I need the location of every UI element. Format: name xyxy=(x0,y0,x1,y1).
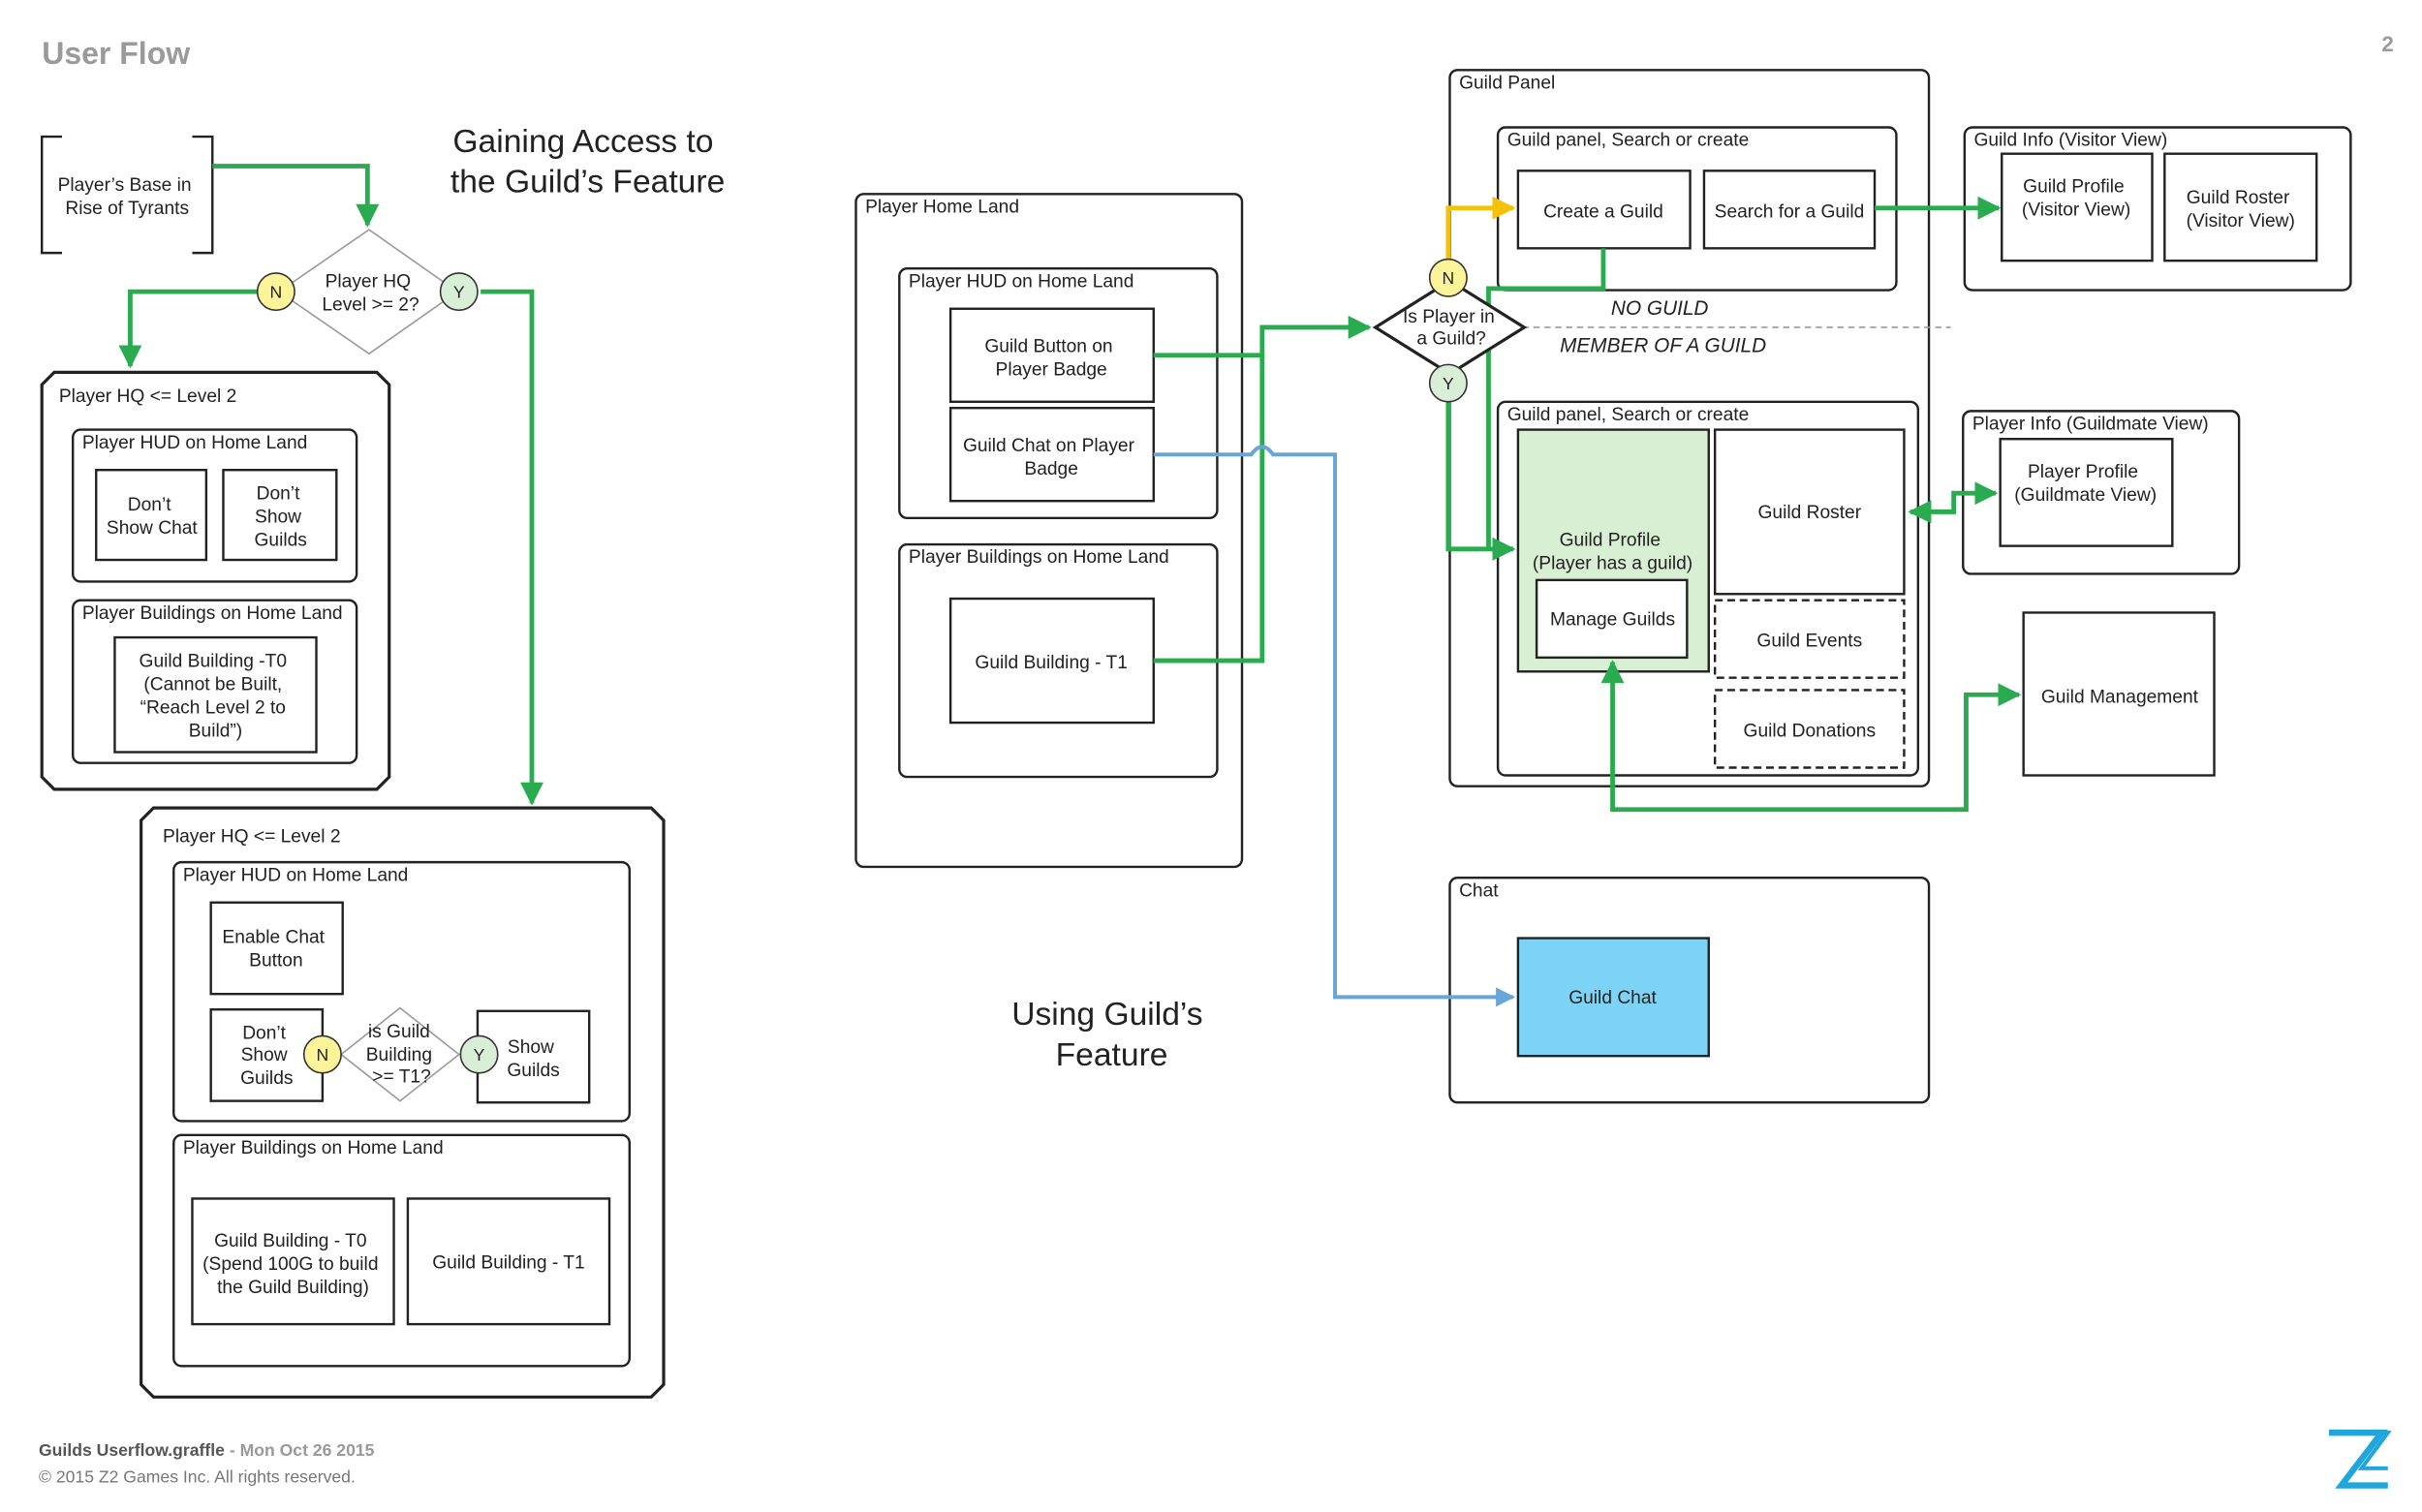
svg-text:Guild Chat: Guild Chat xyxy=(1568,988,1657,1008)
svg-text:Guild Panel: Guild Panel xyxy=(1459,73,1555,93)
footer-copyright: © 2015 Z2 Games Inc. All rights reserved… xyxy=(39,1466,356,1486)
no-badge-guild: N xyxy=(1428,258,1468,297)
svg-text:Guild Roster (Visitor Vi: Guild Roster (Visitor View) xyxy=(2187,188,2295,231)
svg-text:Guild Donations: Guild Donations xyxy=(1744,721,1877,741)
yes-badge: Y xyxy=(439,272,479,312)
svg-text:Don’t Show Chat: Don’t Show Chat xyxy=(107,495,199,539)
svg-text:Player HQ Level >= 2?: Player HQ Level >= 2? xyxy=(322,271,419,315)
svg-text:Manage Guilds: Manage Guilds xyxy=(1550,609,1675,630)
z2-logo xyxy=(2328,1429,2392,1489)
svg-text:Guild Building -T0 (Cann: Guild Building -T0 (Cannot be Built, “Re… xyxy=(140,651,293,741)
using-heading: Using Guild’s Feature xyxy=(1011,997,1212,1073)
in-guild-decision: Is Player in a Guild? xyxy=(1372,279,1528,376)
svg-text:Player HQ <= Level 2: Player HQ <= Level 2 xyxy=(59,386,236,407)
svg-text:Player HUD on Home Land: Player HUD on Home Land xyxy=(183,865,408,885)
flow-no-to-create xyxy=(1445,196,1516,260)
flow-yes-to-profile xyxy=(1445,401,1516,561)
player-info-guildmate-container: Player Info (Guildmate View) Player Prof… xyxy=(1962,410,2241,575)
guild-chat-node: Guild Chat xyxy=(1516,937,1710,1058)
svg-text:Is Player in a Guild?: Is Player in a Guild? xyxy=(1403,307,1500,349)
svg-text:is Guild Building: is Guild Building >= T1? xyxy=(366,1022,438,1087)
page-number: 2 xyxy=(2381,32,2393,56)
svg-text:Create a Guild: Create a Guild xyxy=(1543,201,1663,222)
svg-text:Don’t Show Guilds: Don’t Show Guilds xyxy=(240,1024,293,1089)
svg-text:Search for a Guild: Search for a Guild xyxy=(1715,201,1865,222)
hq-low-level-container: Player HQ <= Level 2 Player HUD on Home … xyxy=(40,370,391,791)
svg-text:Player Buildings on Home Land: Player Buildings on Home Land xyxy=(909,547,1169,568)
svg-text:Y: Y xyxy=(1443,374,1454,393)
svg-text:Y: Y xyxy=(474,1045,485,1065)
svg-text:Enable Chat Button: Enable Chat Button xyxy=(222,927,329,971)
svg-text:Y: Y xyxy=(453,283,465,302)
svg-text:Player Buildings on Home Land: Player Buildings on Home Land xyxy=(82,603,343,624)
svg-text:Guild panel, Search or create: Guild panel, Search or create xyxy=(1507,405,1750,425)
svg-text:Show Guilds: Show Guilds xyxy=(507,1037,559,1081)
search-guild-node: Search for a Guild xyxy=(1702,170,1877,250)
guild-donations-node: Guild Donations xyxy=(1713,689,1906,769)
guild-roster-node: Guild Roster xyxy=(1713,428,1906,596)
guild-info-visitor-container: Guild Info (Visitor View) Guild Profile … xyxy=(1963,126,2352,292)
hq-level-decision: Player HQ Level >= 2? xyxy=(277,229,459,355)
svg-text:N: N xyxy=(1443,268,1455,288)
manage-guilds-node: Manage Guilds xyxy=(1535,578,1689,660)
svg-text:Guild Building - T1: Guild Building - T1 xyxy=(432,1252,585,1273)
player-home-land-container: Player Home Land Player HUD on Home Land… xyxy=(854,193,1244,869)
flow-roster-to-guildmate xyxy=(1908,481,1999,524)
svg-text:Guild Profile (Visitor V: Guild Profile (Visitor View) xyxy=(2022,177,2130,221)
flow-building-to-decision xyxy=(1153,355,1265,663)
hq-high-level-container: Player HQ <= Level 2 Player HUD on Home … xyxy=(140,806,666,1399)
guild-events-node: Guild Events xyxy=(1713,599,1906,679)
access-heading: Gaining Access to the Guild’s Feature xyxy=(450,124,725,201)
flow-guild-button-to-decision xyxy=(1153,315,1372,358)
flow-guild-chat-to-chat xyxy=(1153,445,1516,1007)
svg-text:Guild Management: Guild Management xyxy=(2041,687,2199,707)
member-of-guild-label: MEMBER OF A GUILD xyxy=(1560,335,1766,357)
no-badge: N xyxy=(256,272,295,312)
no-guild-label: NO GUILD xyxy=(1611,297,1709,320)
svg-text:Don’t Show Guilds: Don’t Show Guilds xyxy=(254,484,306,551)
flow-manage-to-management xyxy=(1600,660,2022,813)
svg-text:Guild Events: Guild Events xyxy=(1756,632,1862,652)
page-title: User Flow xyxy=(42,36,190,71)
flow-start-to-decision xyxy=(212,164,380,228)
svg-text:Player Home Land: Player Home Land xyxy=(865,198,1019,218)
svg-text:Guild Roster: Guild Roster xyxy=(1757,503,1861,523)
svg-text:Player Profile (Guildmat: Player Profile (Guildmate View) xyxy=(2014,462,2157,506)
start-node: Player’s Base in Rise of Tyrants xyxy=(41,135,214,255)
svg-text:Player Info (Guildmate View): Player Info (Guildmate View) xyxy=(1972,415,2209,435)
svg-text:Player Buildings on Home Land: Player Buildings on Home Land xyxy=(183,1138,444,1158)
create-guild-node: Create a Guild xyxy=(1516,170,1692,250)
svg-text:Guild Info (Visitor View): Guild Info (Visitor View) xyxy=(1973,131,2167,151)
svg-text:Guild Button on Player B: Guild Button on Player Badge xyxy=(984,337,1118,381)
flow-create-to-profile xyxy=(1486,248,1606,549)
svg-text:Chat: Chat xyxy=(1459,880,1499,901)
footer-filename: Guilds Userflow.graffle - Mon Oct 26 201… xyxy=(39,1440,375,1460)
svg-text:Player HUD on Home Land: Player HUD on Home Land xyxy=(909,271,1134,292)
svg-text:N: N xyxy=(317,1045,329,1065)
svg-text:Player HUD on Home Land: Player HUD on Home Land xyxy=(82,433,308,453)
yes-badge-guild: Y xyxy=(1428,363,1468,403)
svg-text:Guild Building - T1: Guild Building - T1 xyxy=(975,653,1128,673)
guild-management-node: Guild Management xyxy=(2022,611,2216,777)
svg-text:Guild Chat on Player Bad: Guild Chat on Player Badge xyxy=(963,436,1139,479)
svg-text:Guild panel, Search or create: Guild panel, Search or create xyxy=(1507,131,1750,151)
svg-text:N: N xyxy=(270,283,283,302)
flow-no-low-level xyxy=(118,289,258,369)
svg-text:Player HQ <= Level 2: Player HQ <= Level 2 xyxy=(163,826,340,847)
flow-yes-high-level xyxy=(481,289,543,806)
svg-text:Guild Building - T0 (Spe: Guild Building - T0 (Spend 100G to build… xyxy=(202,1231,384,1298)
svg-text:Guild Profile (Player ha: Guild Profile (Player has a guild) xyxy=(1533,531,1692,574)
svg-text:Player’s Base in Rise of: Player’s Base in Rise of Tyrants xyxy=(58,175,197,219)
